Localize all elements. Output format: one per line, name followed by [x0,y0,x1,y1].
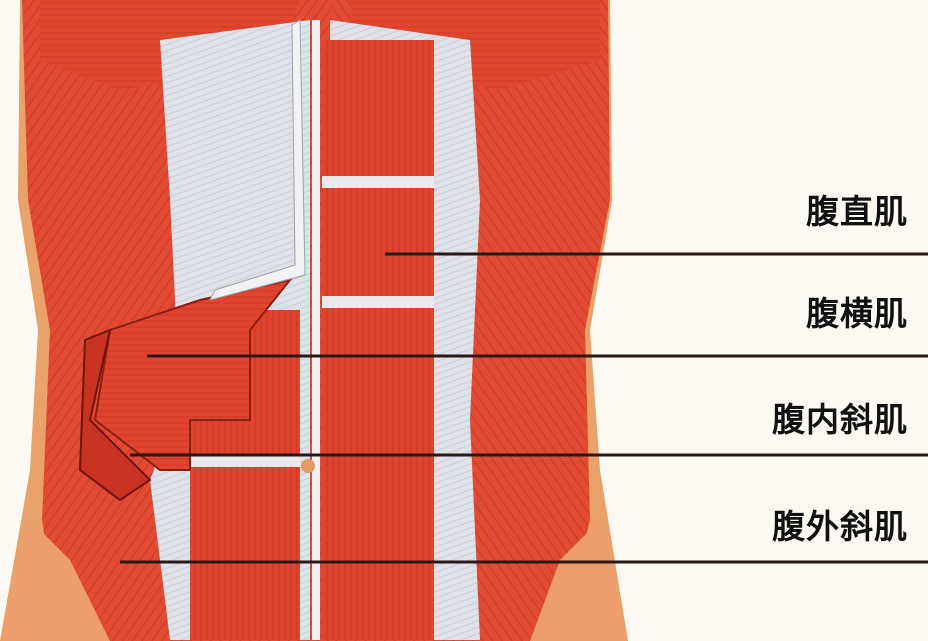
label-transversus-abdominis: 腹横肌 [806,287,908,335]
label-internal-oblique: 腹内斜肌 [772,393,908,441]
label-rectus-abdominis: 腹直肌 [806,185,908,233]
label-external-oblique: 腹外斜肌 [772,500,908,548]
navel [301,459,315,473]
